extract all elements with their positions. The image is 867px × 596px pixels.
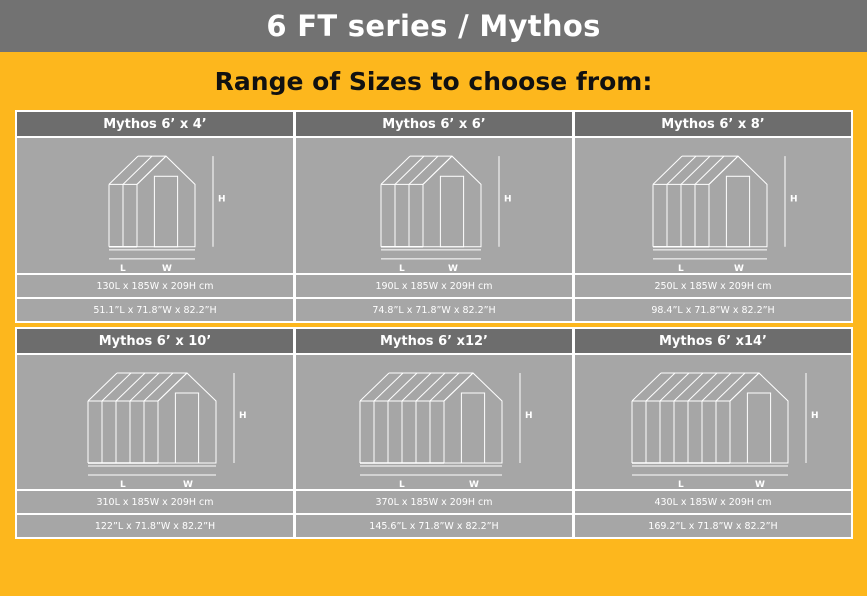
imperial-dimensions: 74.8”L x 71.8”W x 82.2”H xyxy=(296,299,572,321)
model-card: Mythos 6’ x14’ L W H 430L x 185W x 209H cm… xyxy=(575,329,851,537)
greenhouse-illustration: L W H xyxy=(575,355,851,489)
metric-dimensions: 130L x 185W x 209H cm xyxy=(17,275,293,297)
svg-text:L: L xyxy=(399,480,405,489)
greenhouse-illustration: L W H xyxy=(296,138,572,273)
imperial-dimensions: 98.4”L x 71.8”W x 82.2”H xyxy=(575,299,851,321)
model-title: Mythos 6’ x 6’ xyxy=(296,112,572,136)
model-card: Mythos 6’ x 8’ L W H 250L x 185W x 209H cm… xyxy=(575,112,851,321)
model-card: Mythos 6’ x12’ L W H 370L x 185W x 209H cm… xyxy=(296,329,572,537)
metric-dimensions: 190L x 185W x 209H cm xyxy=(296,275,572,297)
greenhouse-illustration: L W H xyxy=(296,355,572,489)
model-title: Mythos 6’ x 4’ xyxy=(17,112,293,136)
greenhouse-illustration: L W H xyxy=(17,138,293,273)
svg-text:H: H xyxy=(811,411,819,421)
svg-text:W: W xyxy=(469,480,479,489)
greenhouse-illustration: L W H xyxy=(575,138,851,273)
svg-text:H: H xyxy=(525,411,533,421)
svg-text:W: W xyxy=(183,480,193,489)
model-card: Mythos 6’ x 4’ L W H 130L x 185W x 209H cm… xyxy=(17,112,293,321)
imperial-dimensions: 169.2”L x 71.8”W x 82.2”H xyxy=(575,515,851,537)
imperial-dimensions: 51.1”L x 71.8”W x 82.2”H xyxy=(17,299,293,321)
metric-dimensions: 430L x 185W x 209H cm xyxy=(575,491,851,513)
page-header: 6 FT series / Mythos xyxy=(0,0,867,52)
svg-text:L: L xyxy=(120,264,126,273)
greenhouse-illustration: L W H xyxy=(17,355,293,489)
model-card: Mythos 6’ x 6’ L W H 190L x 185W x 209H cm… xyxy=(296,112,572,321)
svg-text:H: H xyxy=(504,194,512,204)
imperial-dimensions: 145.6”L x 71.8”W x 82.2”H xyxy=(296,515,572,537)
model-title: Mythos 6’ x 10’ xyxy=(17,329,293,353)
metric-dimensions: 250L x 185W x 209H cm xyxy=(575,275,851,297)
page-subtitle: Range of Sizes to choose from: xyxy=(214,67,653,96)
model-card: Mythos 6’ x 10’ L W H 310L x 185W x 209H c… xyxy=(17,329,293,537)
model-title: Mythos 6’ x14’ xyxy=(575,329,851,353)
svg-text:W: W xyxy=(734,264,744,273)
sizes-row-1: Mythos 6’ x 4’ L W H 130L x 185W x 209H cm… xyxy=(15,110,853,323)
sizes-row-2: Mythos 6’ x 10’ L W H 310L x 185W x 209H c… xyxy=(15,327,853,539)
svg-text:W: W xyxy=(755,480,765,489)
svg-text:L: L xyxy=(120,480,126,489)
page-title: 6 FT series / Mythos xyxy=(266,9,601,43)
imperial-dimensions: 122”L x 71.8”W x 82.2”H xyxy=(17,515,293,537)
svg-text:L: L xyxy=(678,264,684,273)
svg-text:L: L xyxy=(399,264,405,273)
metric-dimensions: 310L x 185W x 209H cm xyxy=(17,491,293,513)
svg-text:W: W xyxy=(162,264,172,273)
metric-dimensions: 370L x 185W x 209H cm xyxy=(296,491,572,513)
svg-text:H: H xyxy=(790,194,798,204)
model-title: Mythos 6’ x12’ xyxy=(296,329,572,353)
model-title: Mythos 6’ x 8’ xyxy=(575,112,851,136)
svg-text:L: L xyxy=(678,480,684,489)
svg-text:H: H xyxy=(218,194,226,204)
svg-text:H: H xyxy=(239,411,247,421)
svg-text:W: W xyxy=(448,264,458,273)
